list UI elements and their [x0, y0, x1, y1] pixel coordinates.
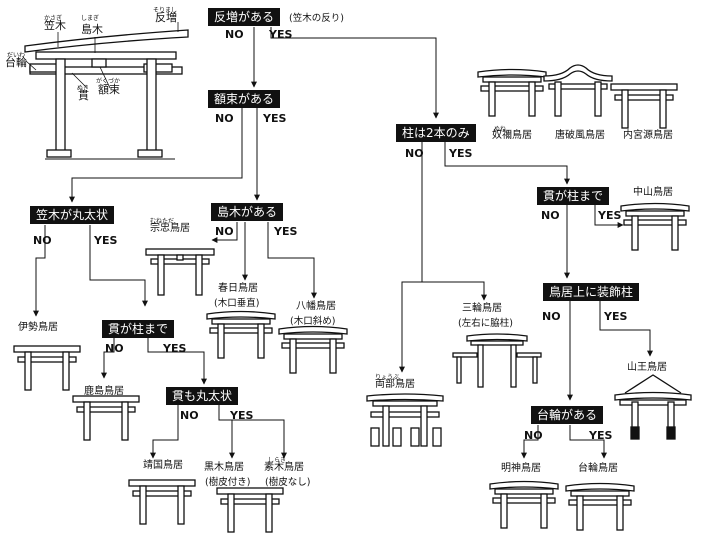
- torii-karahafu-icon: [543, 64, 613, 117]
- question-two-pillars: 柱は2本のみ: [396, 124, 476, 142]
- munetada-ruby: むねただ: [150, 218, 175, 225]
- answer-yes: YES: [449, 147, 473, 160]
- torii-naiku-name: 内宮源鳥居: [623, 130, 673, 141]
- mihashira-ruby: ぬね: [494, 126, 507, 133]
- answer-yes: YES: [274, 225, 298, 238]
- torii-ryobu-icon: [366, 393, 444, 447]
- torii-ise-name: 伊勢鳥居: [18, 322, 58, 333]
- torii-mihashira-name: 奴禰鳥居: [492, 130, 532, 141]
- torii-shiraki-note: (樹皮なし): [265, 477, 311, 488]
- part-gakuzuka: 額束: [98, 83, 120, 96]
- torii-nakayama-name: 中山鳥居: [633, 187, 673, 198]
- torii-myojin-name: 明神鳥居: [501, 463, 541, 474]
- question-daiwa: 台輪がある: [531, 406, 604, 424]
- daiwa-ruby: だいわ: [7, 52, 26, 59]
- labeled-torii-diagram: [24, 29, 189, 160]
- question-decorative-pillar: 鳥居上に装飾柱: [543, 283, 640, 301]
- torii-kuroki-icon: [216, 487, 284, 533]
- answer-no: NO: [215, 112, 234, 125]
- answer-no: NO: [215, 225, 234, 238]
- answer-yes: YES: [589, 429, 613, 442]
- answer-yes: YES: [94, 234, 118, 247]
- torii-kasuga-icon: [206, 310, 276, 359]
- torii-daiwa-icon: [565, 482, 635, 531]
- answer-no: NO: [33, 234, 52, 247]
- part-sorimashi: 反増: [155, 11, 177, 24]
- torii-naiku-icon: [610, 83, 678, 129]
- question-sori: 反増がある: [208, 8, 281, 26]
- question-shimaki: 島木がある: [211, 203, 284, 221]
- question-kasagi-maruta: 笠木が丸太状: [30, 206, 115, 224]
- question-nuki-maruta: 貫も丸太状: [166, 387, 239, 405]
- part-nuki: 貫: [78, 89, 89, 102]
- answer-yes: YES: [604, 310, 628, 323]
- torii-karahafu-name: 唐破風鳥居: [555, 130, 605, 141]
- torii-ise-icon: [13, 345, 81, 391]
- answer-no: NO: [180, 409, 199, 422]
- answer-yes: YES: [163, 342, 187, 355]
- answer-no: NO: [105, 342, 124, 355]
- question-sori-note: (笠木の反り): [289, 13, 344, 24]
- torii-sanno-icon: [614, 374, 692, 440]
- shiraki-ruby: しらき: [268, 457, 287, 464]
- answer-yes: YES: [230, 409, 254, 422]
- torii-miwa-name: 三輪鳥居: [462, 303, 502, 314]
- part-shimaki: 島木: [81, 23, 103, 36]
- torii-kashima-icon: [72, 395, 140, 441]
- torii-ryobu-name: 両部鳥居: [375, 379, 415, 390]
- torii-kuroki-name: 黒木鳥居: [204, 462, 244, 473]
- shimaki-ruby: しまぎ: [81, 15, 100, 22]
- torii-hachiman-icon: [278, 325, 348, 374]
- torii-kasuga-note: (木口垂直): [214, 298, 260, 309]
- question-nuki-hashira: 貫が柱まで: [102, 320, 175, 338]
- torii-munetada-icon: [145, 248, 215, 296]
- answer-no: NO: [225, 28, 244, 41]
- sorimashi-ruby: そりまし: [153, 7, 178, 14]
- ryobu-ruby: りょうぶ: [375, 374, 400, 381]
- answer-yes: YES: [269, 28, 293, 41]
- answer-no: NO: [524, 429, 543, 442]
- torii-shiraki-name: 素木鳥居: [264, 462, 304, 473]
- torii-yasukuni-icon: [128, 479, 196, 525]
- torii-daiwa-name: 台輪鳥居: [578, 463, 618, 474]
- gakuzuka-ruby: がくづか: [96, 78, 121, 85]
- question-nuki-hashira-right: 貫が柱まで: [537, 187, 610, 205]
- torii-miwa-note: (左右に脇柱): [458, 318, 513, 329]
- answer-no: NO: [541, 209, 560, 222]
- torii-mihashira-icon: [477, 68, 547, 117]
- part-kasagi: 笠木: [44, 19, 66, 32]
- torii-miwa-icon: [452, 333, 542, 388]
- torii-myojin-icon: [489, 480, 559, 529]
- answer-yes: YES: [263, 112, 287, 125]
- kasagi-ruby: かさぎ: [44, 15, 63, 22]
- torii-hachiman-name: 八幡鳥居: [296, 301, 336, 312]
- torii-kasuga-name: 春日鳥居: [218, 283, 258, 294]
- torii-munetada-name: 宗忠鳥居: [150, 223, 190, 234]
- question-gakuzuka: 額束がある: [208, 90, 281, 108]
- torii-kashima-name: 鹿島鳥居: [84, 386, 124, 397]
- torii-kuroki-note: (樹皮付き): [205, 477, 251, 488]
- answer-no: NO: [542, 310, 561, 323]
- torii-hachiman-note: (木口斜め): [290, 316, 336, 327]
- answer-no: NO: [405, 147, 424, 160]
- nuki-ruby: ぬき: [77, 85, 89, 92]
- torii-nakayama-icon: [620, 202, 690, 251]
- answer-yes: YES: [598, 209, 622, 222]
- part-daiwa: 台輪: [5, 56, 27, 69]
- torii-sanno-name: 山王鳥居: [627, 362, 667, 373]
- torii-yasukuni-name: 靖国鳥居: [143, 460, 183, 471]
